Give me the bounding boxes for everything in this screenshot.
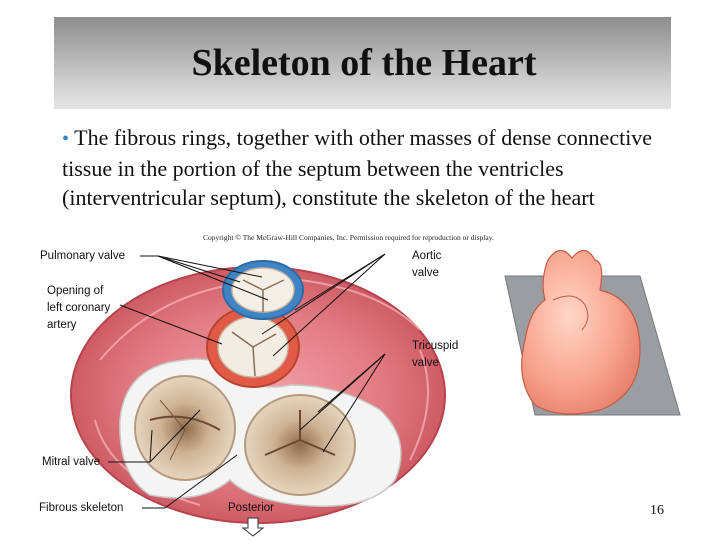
label-mitral-valve: Mitral valve — [42, 456, 101, 468]
label-tricuspid-line1: Tricuspid — [412, 340, 459, 352]
label-opening-line1: Opening of — [47, 285, 104, 297]
pulmonary-valve — [222, 260, 304, 320]
label-aortic-line2: valve — [412, 267, 439, 279]
bullet-icon: • — [62, 128, 70, 150]
label-fibrous-skeleton: Fibrous skeleton — [39, 502, 124, 514]
page-number: 16 — [650, 503, 664, 518]
posterior-arrow-icon — [241, 517, 265, 537]
label-aortic-line1: Aortic — [412, 250, 442, 262]
label-aortic-valve: Aortic valve — [412, 248, 441, 282]
title-band — [54, 17, 671, 109]
mitral-valve — [134, 375, 236, 481]
label-pulmonary-valve: Pulmonary valve — [40, 250, 126, 262]
label-opening-line3: artery — [47, 319, 77, 331]
label-posterior: Posterior — [228, 502, 275, 514]
bullet-text: The fibrous rings, together with other m… — [62, 125, 653, 210]
aortic-valve — [206, 306, 300, 388]
bullet-paragraph: • The fibrous rings, together with other… — [62, 123, 662, 212]
slide-title: Skeleton of the Heart — [191, 42, 537, 84]
heart-orientation-inset — [504, 249, 681, 416]
label-tricuspid-line2: valve — [412, 357, 439, 369]
leader-lines — [108, 253, 386, 509]
tricuspid-valve — [244, 394, 356, 496]
label-tricuspid-valve: Tricuspid valve — [412, 338, 458, 372]
label-opening-left-coronary: Opening of left coronary artery — [47, 283, 110, 334]
label-opening-line2: left coronary — [47, 302, 111, 314]
copyright-notice: Copyright © The McGraw-Hill Companies, I… — [203, 233, 494, 242]
